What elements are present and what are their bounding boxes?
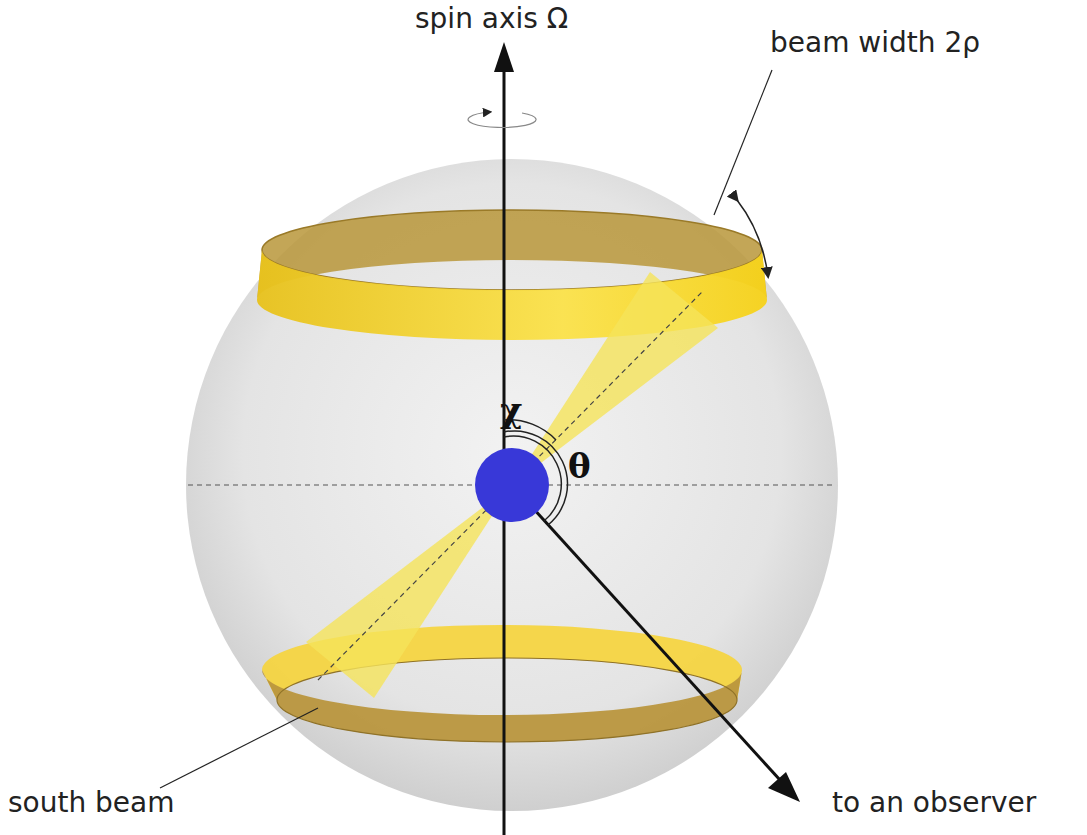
axis-label: spin axis Ω xyxy=(415,4,568,35)
lower-ring-front xyxy=(262,670,742,742)
beam-axis xyxy=(318,292,702,680)
leader-line xyxy=(160,708,318,788)
neutron-star xyxy=(475,448,549,522)
leader-line xyxy=(714,70,772,215)
observer-label: to an observer xyxy=(832,788,1036,819)
spin-axis-head xyxy=(494,42,514,72)
beam-width-arrow xyxy=(737,200,768,276)
south-beam-cone xyxy=(306,485,512,698)
emission-sphere xyxy=(186,159,838,811)
observer-line xyxy=(512,485,780,780)
rotation-arrow xyxy=(468,112,536,127)
angle-label: θ xyxy=(568,448,591,485)
angle-label: χ xyxy=(500,392,522,429)
spin-axis-line xyxy=(503,62,506,835)
beam-label: south beam xyxy=(8,788,175,819)
beam-width-label: beam width 2ρ xyxy=(770,28,980,59)
observer-head xyxy=(768,772,800,802)
